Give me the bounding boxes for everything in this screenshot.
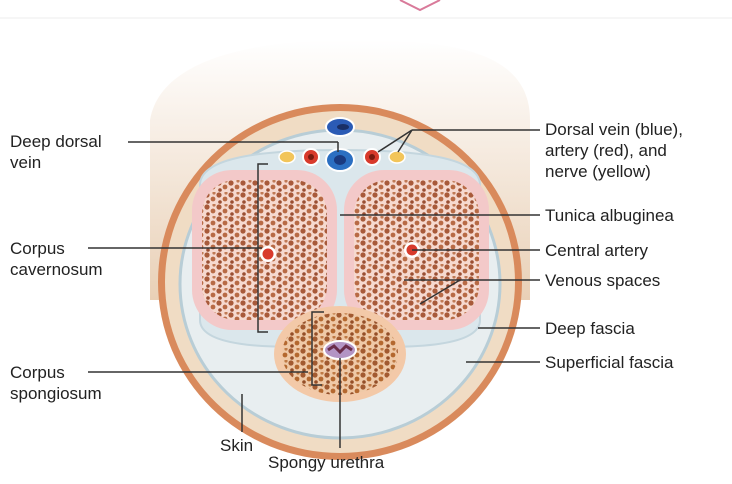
- urethra-lumen: [327, 344, 353, 355]
- leader-corpus-spongiosum-bracket: [311, 311, 324, 386]
- left-central-artery-core: [262, 248, 274, 260]
- label-corpus-cavernosum: Corpus cavernosum: [10, 239, 103, 279]
- right-dorsal-nerve: [388, 150, 406, 164]
- left-dorsal-nerve: [278, 150, 296, 164]
- label-superficial-fascia: Superficial fascia: [545, 353, 674, 372]
- top-arrow-fragment: [399, 0, 441, 12]
- leader-dorsal-vessels-nerve: [397, 129, 413, 153]
- label-dorsal-vessels: Dorsal vein (blue), artery (red), and ne…: [545, 120, 683, 181]
- superficial-dorsal-vein-lumen: [337, 124, 349, 130]
- right-dorsal-artery-lumen: [369, 154, 375, 160]
- leader-venous-spaces-2: [419, 279, 461, 305]
- label-deep-fascia: Deep fascia: [545, 319, 635, 338]
- label-spongy-urethra: Spongy urethra: [268, 453, 385, 472]
- leader-lines: [88, 129, 540, 448]
- label-corpus-spongiosum: Corpus spongiosum: [10, 363, 102, 403]
- left-dorsal-artery-lumen: [308, 154, 314, 160]
- label-tunica-albuginea: Tunica albuginea: [545, 206, 674, 225]
- label-skin: Skin: [220, 436, 254, 455]
- label-deep-dorsal-vein: Deep dorsal vein: [10, 132, 102, 172]
- label-venous-spaces: Venous spaces: [545, 271, 661, 290]
- deep-dorsal-vein-lumen: [334, 155, 346, 165]
- label-central-artery: Central artery: [545, 241, 648, 260]
- leader-corpus-cavernosum-bracket: [257, 163, 268, 333]
- leader-dorsal-vessels-artery: [377, 129, 413, 153]
